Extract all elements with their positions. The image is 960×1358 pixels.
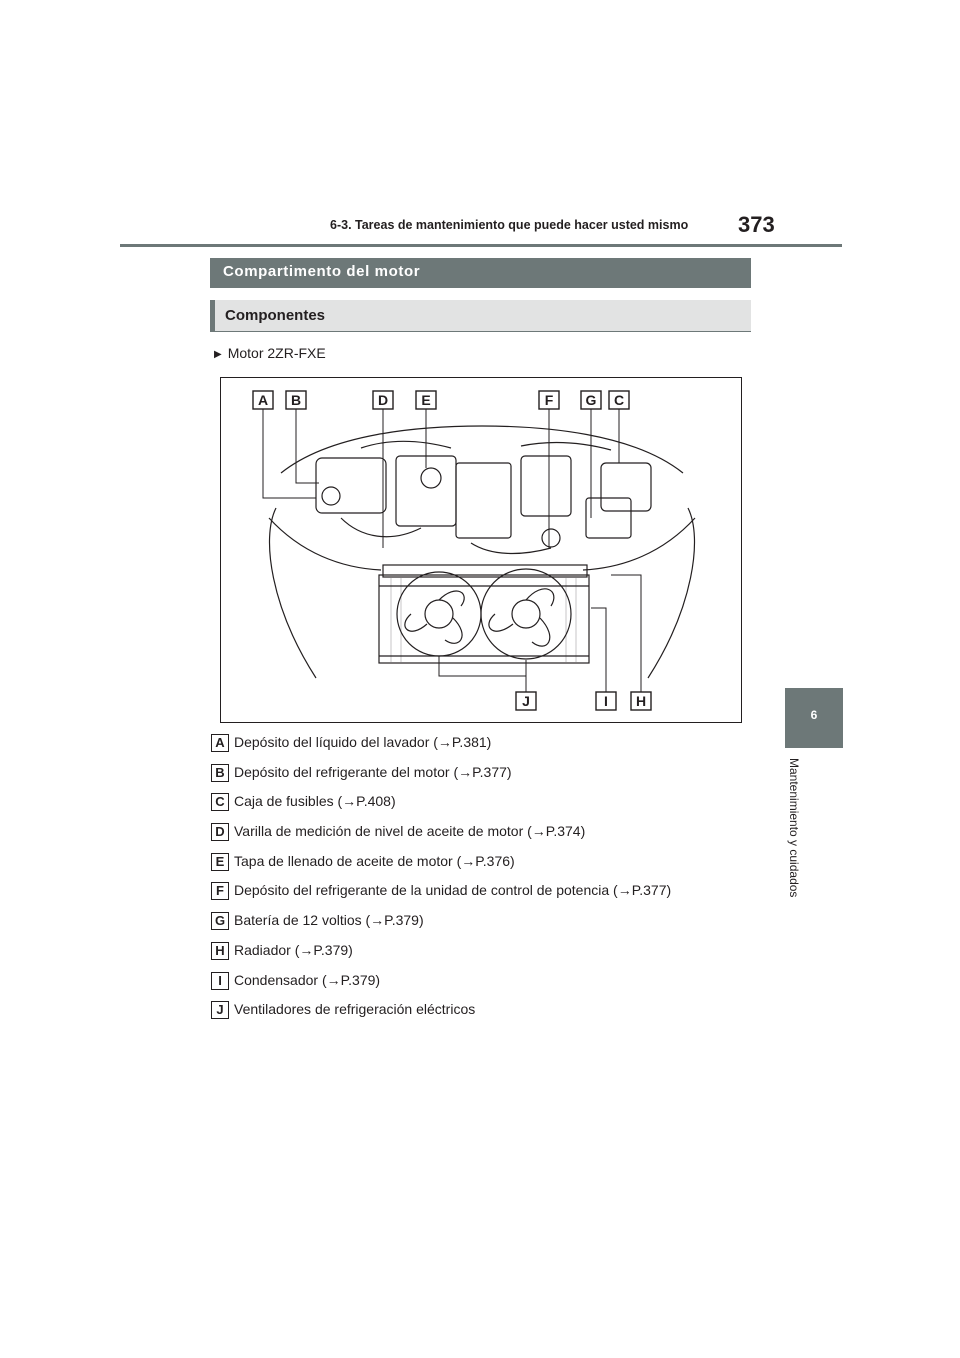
legend-item: C Caja de fusibles (→P.408) xyxy=(211,792,751,822)
triangle-bullet-icon: ▶ xyxy=(214,349,222,360)
legend-item: D Varilla de medición de nivel de aceite… xyxy=(211,822,751,852)
callout-e: E xyxy=(415,390,437,410)
legend-letter: D xyxy=(211,823,229,842)
chapter-side-label: Mantenimiento y cuidados xyxy=(787,758,803,918)
callout-c: C xyxy=(608,390,630,410)
engine-compartment-illustration: A B D E F G C J I H xyxy=(252,390,696,711)
svg-text:E: E xyxy=(421,392,430,408)
callout-d: D xyxy=(372,390,394,410)
component-legend: A Depósito del líquido del lavador (→P.3… xyxy=(211,733,751,1030)
subsection-title: Componentes xyxy=(210,300,751,332)
callout-g: G xyxy=(580,390,602,410)
callout-i: I xyxy=(595,691,617,711)
legend-item: F Depósito del refrigerante de la unidad… xyxy=(211,881,751,911)
legend-item: E Tapa de llenado de aceite de motor (→P… xyxy=(211,852,751,882)
legend-letter: C xyxy=(211,793,229,812)
motor-label-line: ▶ Motor 2ZR-FXE xyxy=(214,345,326,361)
legend-item: A Depósito del líquido del lavador (→P.3… xyxy=(211,733,751,763)
legend-letter: A xyxy=(211,734,229,752)
svg-text:C: C xyxy=(614,392,624,408)
callout-j: J xyxy=(515,691,537,711)
legend-letter: B xyxy=(211,763,229,782)
svg-text:I: I xyxy=(604,693,608,709)
section-title: Compartimento del motor xyxy=(210,258,751,288)
legend-text: Tapa de llenado de aceite de motor (→P.3… xyxy=(234,852,515,869)
legend-text: Caja de fusibles (→P.408) xyxy=(234,793,396,810)
legend-text: Varilla de medición de nivel de aceite d… xyxy=(234,823,586,840)
svg-text:H: H xyxy=(636,693,646,709)
legend-text: Condensador (→P.379) xyxy=(234,971,381,988)
svg-text:G: G xyxy=(586,392,597,408)
callout-h: H xyxy=(630,691,652,711)
svg-text:J: J xyxy=(522,693,530,709)
header-rule xyxy=(120,244,842,247)
legend-letter: G xyxy=(211,912,229,931)
legend-item: J Ventiladores de refrigeración eléctric… xyxy=(211,1000,751,1030)
legend-text: Depósito del líquido del lavador (→P.381… xyxy=(234,734,492,750)
engine-compartment-figure: A B D E F G C J I H xyxy=(220,377,742,723)
svg-text:F: F xyxy=(545,392,554,408)
callout-a: A xyxy=(252,390,274,410)
callout-f: F xyxy=(538,390,560,410)
legend-text: Depósito del refrigerante del motor (→P.… xyxy=(234,763,512,780)
chapter-tab: 6 xyxy=(785,688,843,748)
legend-item: G Batería de 12 voltios (→P.379) xyxy=(211,911,751,941)
subsection-rule xyxy=(210,331,751,332)
motor-label: Motor 2ZR-FXE xyxy=(227,345,326,361)
legend-letter: F xyxy=(211,882,229,901)
legend-text: Ventiladores de refrigeración eléctricos xyxy=(234,1001,476,1018)
legend-item: H Radiador (→P.379) xyxy=(211,941,751,971)
legend-letter: H xyxy=(211,941,229,960)
svg-text:D: D xyxy=(378,392,388,408)
legend-letter: E xyxy=(211,852,229,871)
legend-text: Depósito del refrigerante de la unidad d… xyxy=(234,882,672,899)
running-title: 6-3. Tareas de mantenimiento que puede h… xyxy=(330,218,689,232)
svg-text:B: B xyxy=(291,392,301,408)
legend-letter: J xyxy=(211,1001,229,1020)
legend-item: I Condensador (→P.379) xyxy=(211,971,751,1001)
legend-text: Radiador (→P.379) xyxy=(234,941,353,958)
callout-b: B xyxy=(285,390,307,410)
legend-item: B Depósito del refrigerante del motor (→… xyxy=(211,763,751,793)
legend-text: Batería de 12 voltios (→P.379) xyxy=(234,912,424,929)
legend-letter: I xyxy=(211,971,229,990)
chapter-title: Mantenimiento y cuidados xyxy=(787,758,801,898)
svg-text:A: A xyxy=(258,392,268,408)
page-number: 373 xyxy=(738,212,775,237)
